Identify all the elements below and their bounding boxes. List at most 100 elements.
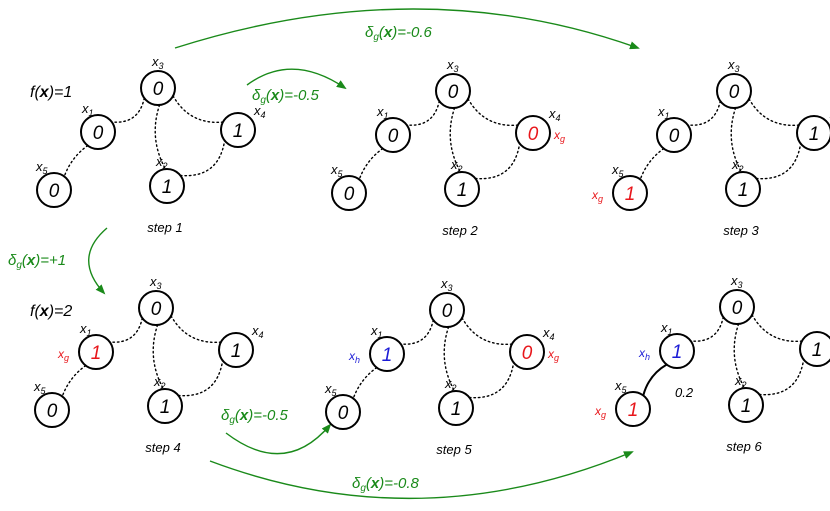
edge-x2-x4: [177, 359, 224, 397]
edge-x1-x5: [63, 144, 89, 178]
node-value-x3: 0: [448, 82, 459, 103]
node-x1: [659, 333, 695, 369]
edge-x1-x5: [352, 366, 378, 400]
node-x4: [515, 115, 551, 151]
node-value-x5: 0: [344, 184, 355, 205]
node-value-x1: 0: [93, 123, 104, 144]
node-x5: [331, 175, 367, 211]
node-x4: [509, 334, 545, 370]
node-label-x1: x1: [660, 320, 673, 337]
step-label: step 5: [436, 442, 472, 457]
node-x5: [615, 391, 651, 427]
node-value-x1: 1: [672, 342, 683, 363]
node-x2: [725, 171, 761, 207]
edge-x3-x1: [687, 100, 721, 126]
edge-x2-x4: [755, 142, 802, 180]
node-value-x5: 0: [338, 403, 349, 424]
arrow-label-step1-to-step3: δg(x)=-0.6: [365, 24, 433, 43]
node-x3: [719, 289, 755, 325]
node-x1: [656, 117, 692, 153]
tag-xg-step3: xg: [591, 188, 603, 204]
node-value-x1: 0: [388, 126, 399, 147]
node-label-x5: x5: [330, 162, 344, 179]
edge-x3-x2: [733, 323, 746, 389]
node-label-x3: x3: [440, 276, 453, 293]
edge-x3-x2: [449, 107, 462, 173]
arrow-label-step1-to-step2: δg(x)=-0.5: [252, 87, 320, 106]
node-x3: [429, 292, 465, 328]
node-label-x5: x5: [35, 159, 49, 176]
node-value-x2: 1: [160, 397, 171, 418]
node-label-x2: x2: [155, 154, 168, 171]
node-label-x5: x5: [33, 379, 47, 396]
node-value-x1: 1: [91, 343, 102, 364]
node-label-x1: x1: [376, 104, 389, 121]
node-x5: [325, 394, 361, 430]
node-label-x5: x5: [614, 378, 628, 395]
edge-x3-x4: [751, 314, 803, 343]
node-label-x4: x4: [251, 323, 264, 340]
arrow-label-step1-to-step4: δg(x)=+1: [8, 252, 66, 271]
node-label-x3: x3: [727, 57, 740, 74]
edge-weight-label: 0.2: [675, 385, 694, 400]
arrow-step1-to-step3: [174, 8, 640, 50]
edge-x3-x2: [152, 324, 165, 390]
step-label: step 3: [723, 223, 759, 238]
node-label-x3: x3: [446, 57, 459, 74]
node-value-x3: 0: [729, 82, 740, 103]
edge-x3-x4: [461, 317, 513, 346]
node-value-x4: 0: [522, 343, 533, 364]
node-x2: [444, 171, 480, 207]
arrow-label-step4-to-step6: δg(x)=-0.8: [352, 475, 420, 494]
tag-xh-step6: xh: [638, 346, 650, 362]
edge-x3-x1: [111, 97, 145, 123]
node-value-x3: 0: [732, 298, 743, 319]
node-x2: [728, 387, 764, 423]
node-value-x4: 0: [528, 124, 539, 145]
step-label: step 2: [442, 223, 478, 238]
node-value-x3: 0: [442, 301, 453, 322]
tag-xg-step6: xg: [594, 404, 606, 420]
edge-x2-x4: [758, 358, 805, 396]
edge-x1-x5: [642, 363, 668, 396]
node-label-x2: x2: [450, 157, 463, 174]
edge-x3-x4: [172, 95, 224, 124]
edge-x2-x4: [468, 361, 515, 399]
f-label-1: f(x)=1: [30, 84, 72, 101]
node-label-x4: x4: [548, 106, 561, 123]
node-label-x3: x3: [730, 273, 743, 290]
node-value-x2: 1: [162, 177, 173, 198]
node-value-x1: 1: [382, 345, 393, 366]
node-x3: [140, 70, 176, 106]
node-label-x1: x1: [370, 323, 383, 340]
arrow-step1-to-step4: [88, 227, 108, 295]
node-value-x2: 1: [451, 399, 462, 420]
node-x4: [799, 331, 830, 367]
node-value-x3: 0: [153, 79, 164, 100]
step-label: step 1: [147, 220, 182, 235]
node-value-x4: 1: [812, 340, 823, 361]
edge-x3-x1: [400, 319, 434, 345]
node-x1: [78, 334, 114, 370]
node-x5: [34, 392, 70, 428]
arrow-step4-to-step6: [209, 451, 634, 500]
node-label-x4: x4: [253, 103, 266, 120]
node-x5: [36, 172, 72, 208]
node-value-x5: 1: [625, 184, 636, 205]
tag-xg-step5: xg: [547, 347, 559, 363]
arrow-step4-to-step5: [225, 423, 332, 455]
step-label: step 4: [145, 440, 180, 455]
edge-x3-x2: [154, 104, 167, 170]
node-value-x5: 0: [49, 181, 60, 202]
f-label-2: f(x)=2: [30, 303, 72, 320]
edge-x3-x1: [690, 316, 724, 342]
node-label-x1: x1: [79, 321, 92, 338]
node-x5: [612, 175, 648, 211]
edge-x3-x2: [730, 107, 743, 173]
node-value-x5: 1: [628, 400, 639, 421]
node-label-x5: x5: [611, 162, 625, 179]
edge-x3-x4: [748, 98, 800, 127]
